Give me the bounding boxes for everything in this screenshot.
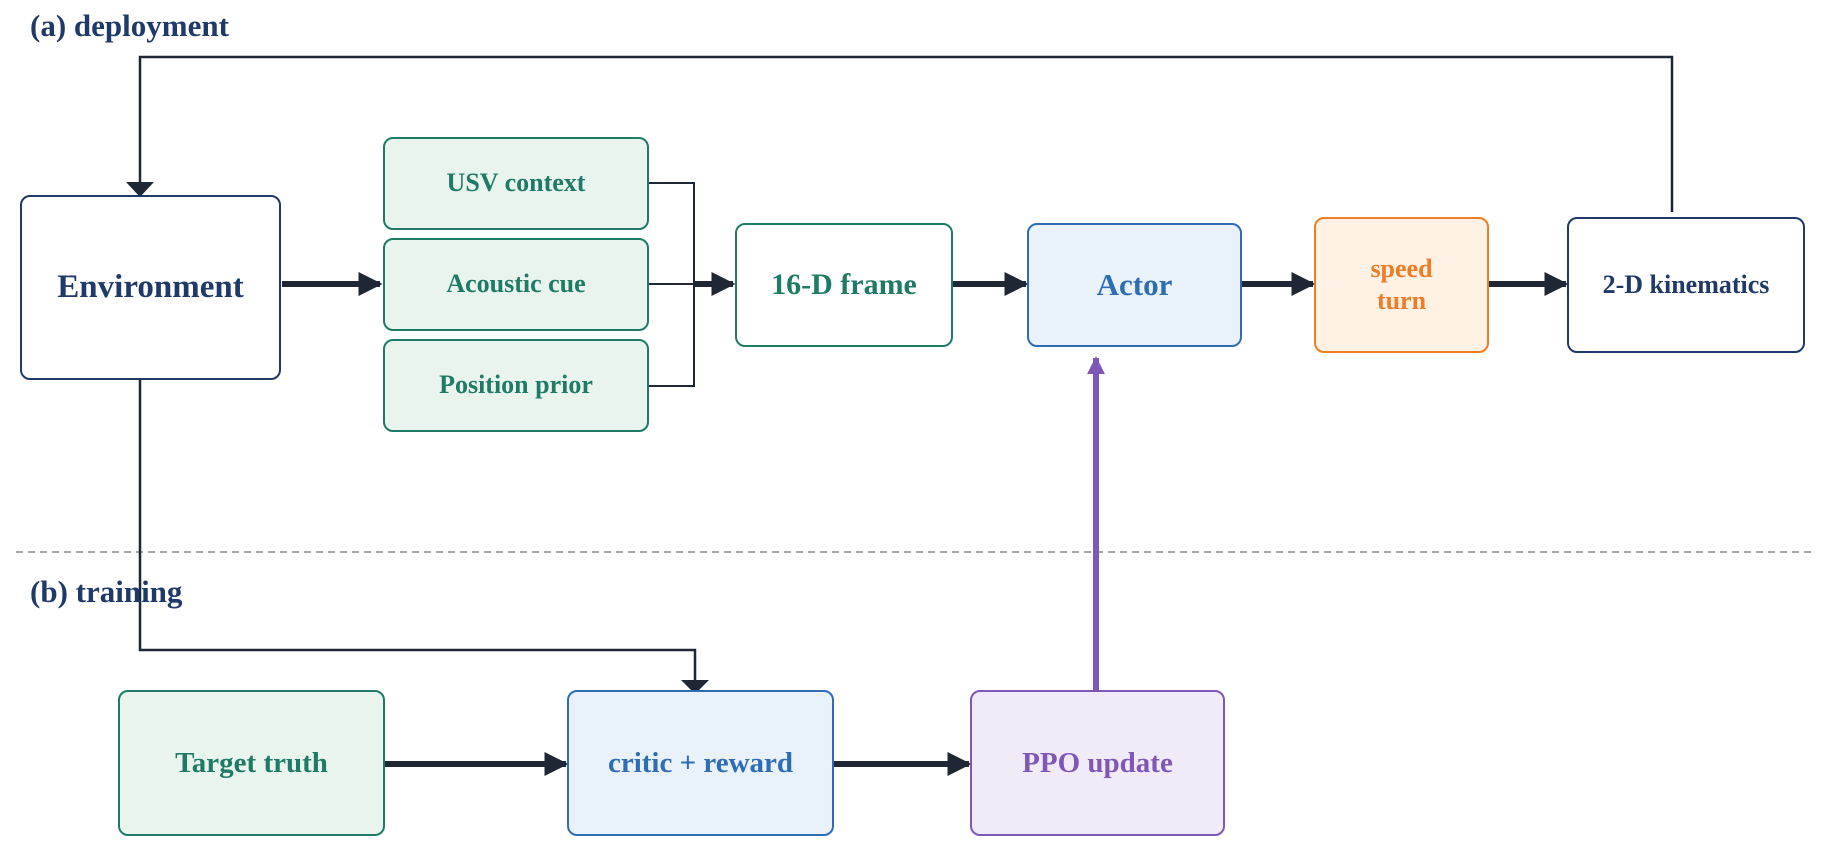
acoustic-cue-node: Acoustic cue [383,238,649,331]
environment-label: Environment [57,268,244,305]
feedback-loop-line [138,55,1674,212]
action-turn-label: turn [1376,286,1427,315]
env-to-critic-arrowhead [681,680,709,694]
target-truth-label: Target truth [175,746,328,779]
kinematics-node: 2-D kinematics [1567,217,1805,353]
action-speed-label: speed [1370,253,1433,283]
usv-context-node: USV context [383,137,649,230]
critic-reward-label: critic + reward [607,746,794,779]
kinematics-label: 2-D kinematics [1602,269,1770,299]
ppo-update-node: PPO update [970,690,1225,836]
usv-context-label: USV context [446,168,586,198]
target-truth-node: Target truth [118,690,385,836]
frame-label: 16-D frame [771,268,917,302]
feedback-arrowhead [126,182,154,197]
frame-node: 16-D frame [735,223,953,347]
position-prior-label: Position prior [439,370,593,400]
action-node: speed turn [1314,217,1489,353]
ppo-update-label: PPO update [1022,746,1173,779]
acoustic-cue-label: Acoustic cue [446,269,586,299]
section-label-training: (b) training [30,574,183,609]
actor-label: Actor [1096,266,1173,302]
environment-node: Environment [20,195,281,380]
critic-reward-node: critic + reward [567,690,834,836]
env-to-critic-line [138,379,697,680]
actor-node: Actor [1027,223,1242,347]
section-label-deployment: (a) deployment [30,8,229,43]
inputs-bracket [648,182,695,387]
position-prior-node: Position prior [383,339,649,432]
